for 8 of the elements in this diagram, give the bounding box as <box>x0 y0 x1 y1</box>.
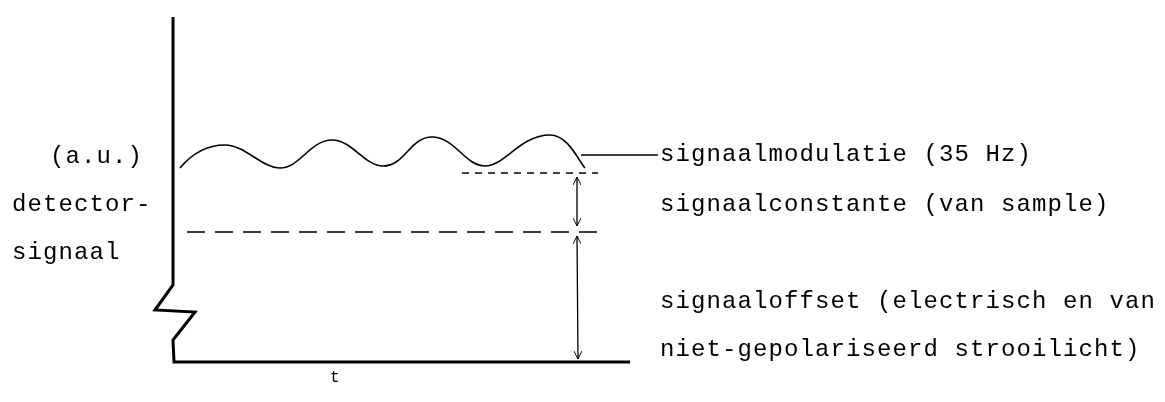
axis-title: detector- signaal <box>12 190 153 268</box>
leader-label: signaalmodulatie (35 Hz) <box>660 131 1033 179</box>
level-label: signaalconstante (van sample) <box>660 190 1110 220</box>
signal-curve <box>179 134 586 169</box>
leader-line <box>580 154 659 156</box>
level-label: signaaloffset (electrisch en van niet-gepolariseerd strooilicht) <box>660 287 1158 365</box>
axis-unit-label: (a.u.) <box>50 142 140 172</box>
axis-title: t <box>330 368 341 388</box>
